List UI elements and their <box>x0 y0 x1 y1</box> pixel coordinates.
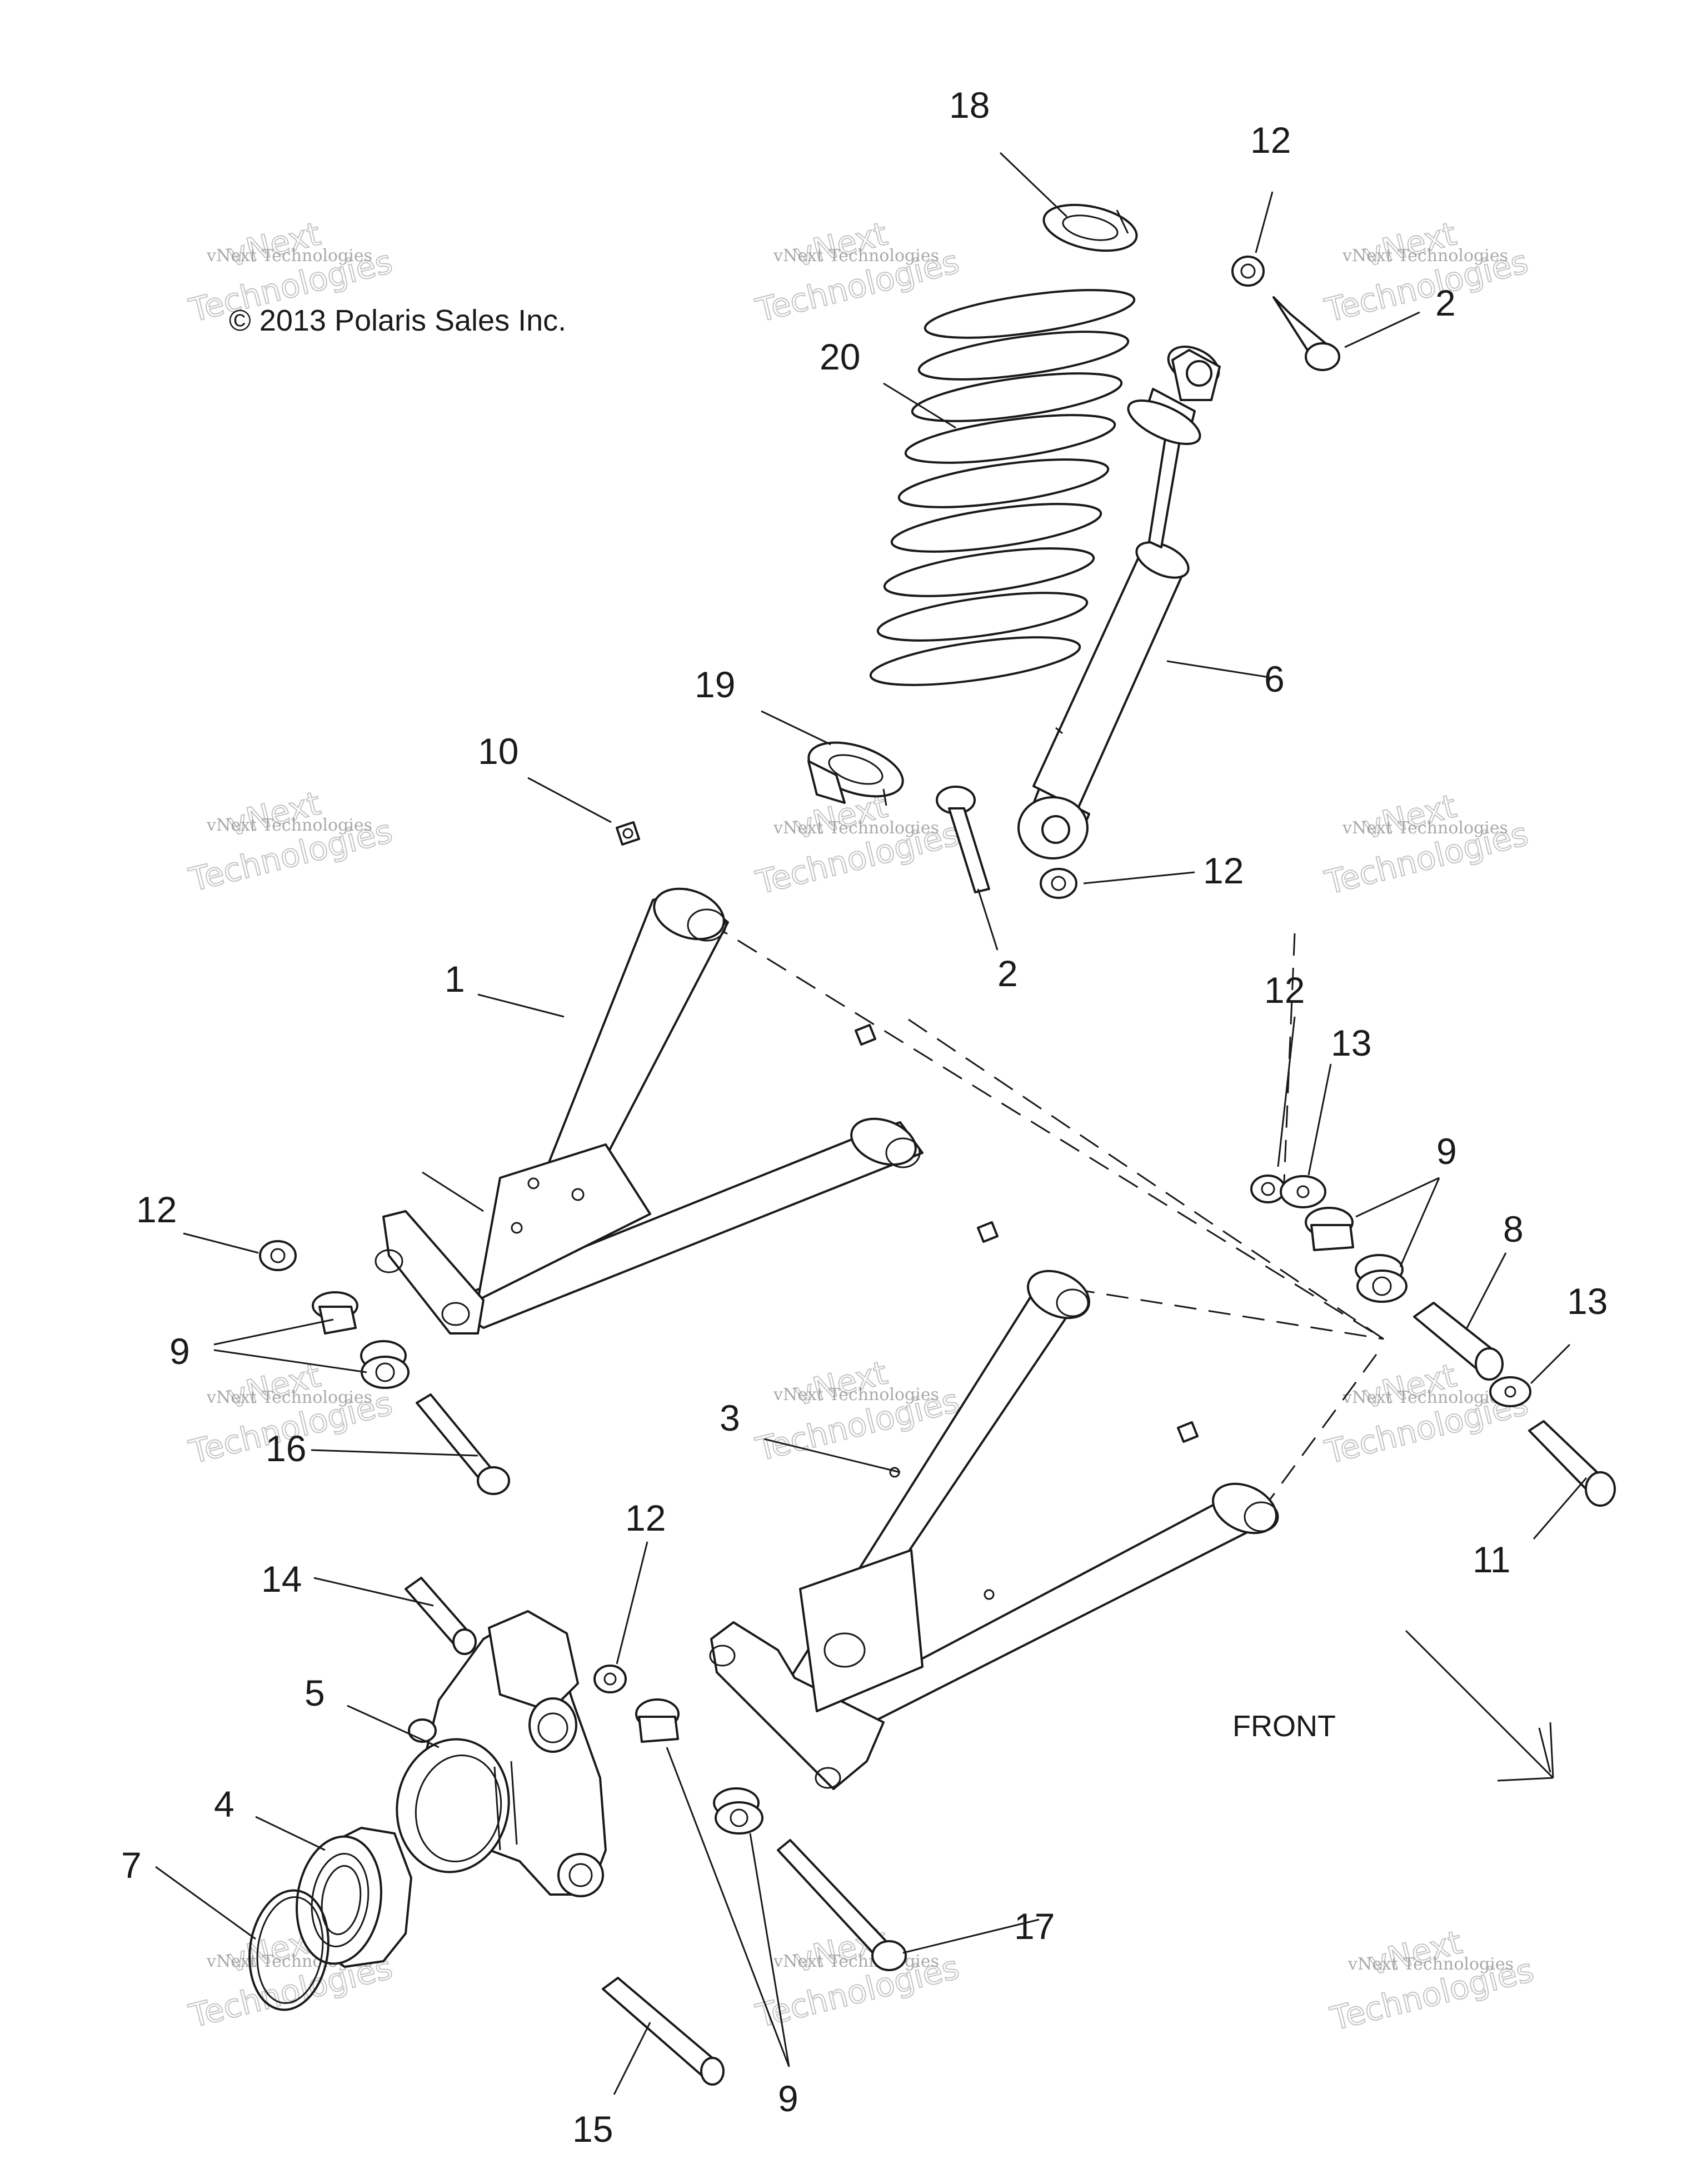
callout-3: 3 <box>720 1397 740 1438</box>
nut-12-shock <box>1040 868 1077 899</box>
callout-8: 8 <box>1503 1208 1524 1250</box>
svg-text:vNext Technologies: vNext Technologies <box>206 1388 372 1407</box>
spring-retainer-18 <box>1042 203 1138 252</box>
svg-text:vNext Technologies: vNext Technologies <box>1342 818 1508 838</box>
front-label: FRONT <box>1232 1710 1336 1743</box>
leader-lines <box>155 152 1588 2095</box>
watermark: Technologies vNext vNext Technologies <box>752 214 964 330</box>
callout-19: 19 <box>695 664 735 705</box>
callout-12: 12 <box>136 1189 177 1230</box>
nut-12-top <box>1231 256 1265 287</box>
bolt-17 <box>777 1839 907 1971</box>
bushings-9-right <box>1305 1207 1407 1303</box>
nut-12-right-upper <box>1250 1175 1286 1203</box>
callout-12: 12 <box>1203 850 1244 891</box>
bolt-2-top <box>1272 296 1340 371</box>
assembly-lines <box>708 921 1385 1512</box>
nut-12-left <box>259 1240 297 1271</box>
callout-15: 15 <box>572 2108 613 2150</box>
svg-text:vNext Technologies: vNext Technologies <box>1347 1955 1514 1974</box>
callout-14: 14 <box>261 1558 302 1600</box>
bushings-9-lower <box>635 1698 763 1835</box>
callout-5: 5 <box>305 1672 325 1713</box>
callout-9: 9 <box>169 1331 190 1372</box>
callout-16: 16 <box>266 1428 306 1469</box>
callouts: 18 12 2 20 6 19 10 2 12 1 12 13 9 12 8 9… <box>121 84 1608 2150</box>
callout-6: 6 <box>1264 658 1285 699</box>
svg-text:vNext Technologies: vNext Technologies <box>773 1952 939 1971</box>
watermark: Technologies vNext vNext Technologies <box>752 1353 964 1469</box>
pin-15 <box>602 1977 725 2086</box>
bolt-16 <box>416 1393 510 1495</box>
callout-12: 12 <box>1264 969 1305 1011</box>
front-arrow <box>1405 1630 1554 1782</box>
callout-9: 9 <box>1436 1131 1457 1172</box>
spring-seat-19 <box>807 741 904 806</box>
coil-spring-20 <box>869 289 1136 686</box>
wheel-bearing-4 <box>296 1827 412 1968</box>
bearing-carrier-5 <box>396 1610 607 1897</box>
callout-18: 18 <box>949 84 990 126</box>
svg-text:vNext Technologies: vNext Technologies <box>773 1385 939 1405</box>
washer-13-upper <box>1280 1175 1326 1208</box>
lower-a-arm-3 <box>709 1221 1279 1790</box>
callout-7: 7 <box>121 1845 142 1886</box>
callout-13: 13 <box>1567 1281 1608 1322</box>
watermark: Technologies vNext vNext Technologies <box>1321 214 1533 330</box>
bolt-11 <box>1528 1420 1616 1507</box>
callout-17: 17 <box>1014 1906 1055 1947</box>
svg-text:vNext Technologies: vNext Technologies <box>773 818 939 838</box>
callout-2: 2 <box>997 953 1018 994</box>
callout-13: 13 <box>1331 1022 1371 1063</box>
svg-text:vNext Technologies: vNext Technologies <box>206 816 372 835</box>
watermark: Technologies vNext vNext Technologies <box>752 786 964 902</box>
grease-fitting-10 <box>616 821 640 846</box>
sleeve-8 <box>1413 1302 1504 1381</box>
callout-9: 9 <box>778 2078 798 2119</box>
watermark: Technologies vNext vNext Technologies <box>1321 786 1533 902</box>
watermark: Technologies vNext vNext Technologies <box>1326 1922 1538 2038</box>
circlip-7 <box>248 1889 330 2011</box>
svg-text:vNext Technologies: vNext Technologies <box>773 246 939 266</box>
callout-20: 20 <box>820 336 860 377</box>
copyright-text: © 2013 Polaris Sales Inc. <box>229 304 566 337</box>
bushings-9-left <box>312 1291 410 1389</box>
svg-text:vNext Technologies: vNext Technologies <box>1342 246 1508 266</box>
callout-1: 1 <box>445 958 465 999</box>
callout-11: 11 <box>1473 1539 1511 1580</box>
callout-2: 2 <box>1435 282 1456 323</box>
callout-4: 4 <box>214 1783 234 1825</box>
callout-12: 12 <box>1250 119 1291 161</box>
callout-12: 12 <box>625 1497 666 1538</box>
svg-text:vNext Technologies: vNext Technologies <box>1342 1388 1508 1407</box>
nut-12-lower <box>593 1665 627 1693</box>
watermark: Technologies vNext vNext Technologies <box>185 783 397 899</box>
shock-absorber-6 <box>1017 346 1221 859</box>
callout-10: 10 <box>478 731 518 772</box>
bolt-2-lower <box>936 786 990 893</box>
washer-13-lower <box>1489 1376 1531 1407</box>
pin-14 <box>405 1577 477 1655</box>
svg-text:vNext Technologies: vNext Technologies <box>206 246 372 266</box>
upper-a-arm-1 <box>375 887 924 1335</box>
